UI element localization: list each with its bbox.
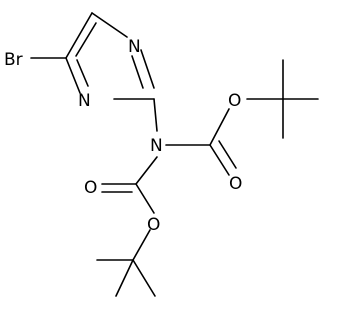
- bond-upper-carbonyl-c-to-o-ester: [209, 108, 230, 146]
- bond-lower-o-ester-to-tert-c: [132, 229, 151, 261]
- bond-ring-n-left-c-br-inner: [76, 59, 89, 87]
- bond-lower-carbonyl-c-to-o-ester: [135, 183, 155, 214]
- pyrazine-ring: [65, 12, 155, 100]
- bond-upper-c-o-double-2: [218, 140, 237, 169]
- atom-label-o-upper-ester: O: [228, 91, 241, 111]
- bond-ring-c-top-n-top: [91, 12, 128, 38]
- atom-label-o-lower-ester: O: [147, 215, 160, 235]
- bond-ring-c-br-c-top-inner: [75, 22, 97, 57]
- bond-ring-n-top-c-right-inner: [131, 55, 144, 89]
- atom-label-br: Br: [4, 50, 23, 70]
- bond-ring-c-br-c-top: [65, 12, 93, 59]
- upper-boc-group: [165, 59, 319, 176]
- bond-ring-n-left-c-br: [65, 57, 81, 94]
- atom-label-o-lower-carbonyl: O: [84, 178, 97, 198]
- lower-boc-group: [96, 156, 158, 297]
- bond-n-amide-c-lower-carbonyl: [135, 156, 158, 185]
- atom-label-n-ring-top: N: [128, 37, 141, 57]
- atom-label-n-ring-left: N: [78, 91, 91, 111]
- bond-ring-c-to-n-amide: [153, 98, 158, 132]
- atom-label-o-upper-carbonyl: O: [229, 174, 242, 194]
- bond-lower-tert-c-methyl-down: [115, 259, 134, 297]
- bond-upper-c-o-double-1: [209, 144, 230, 176]
- bond-ring-n-top-c-right: [140, 49, 155, 89]
- atom-labels: Br N N N O O O O: [4, 37, 242, 235]
- atom-label-n-amide: N: [150, 136, 163, 156]
- bond-lower-tert-c-methyl-right: [132, 259, 156, 297]
